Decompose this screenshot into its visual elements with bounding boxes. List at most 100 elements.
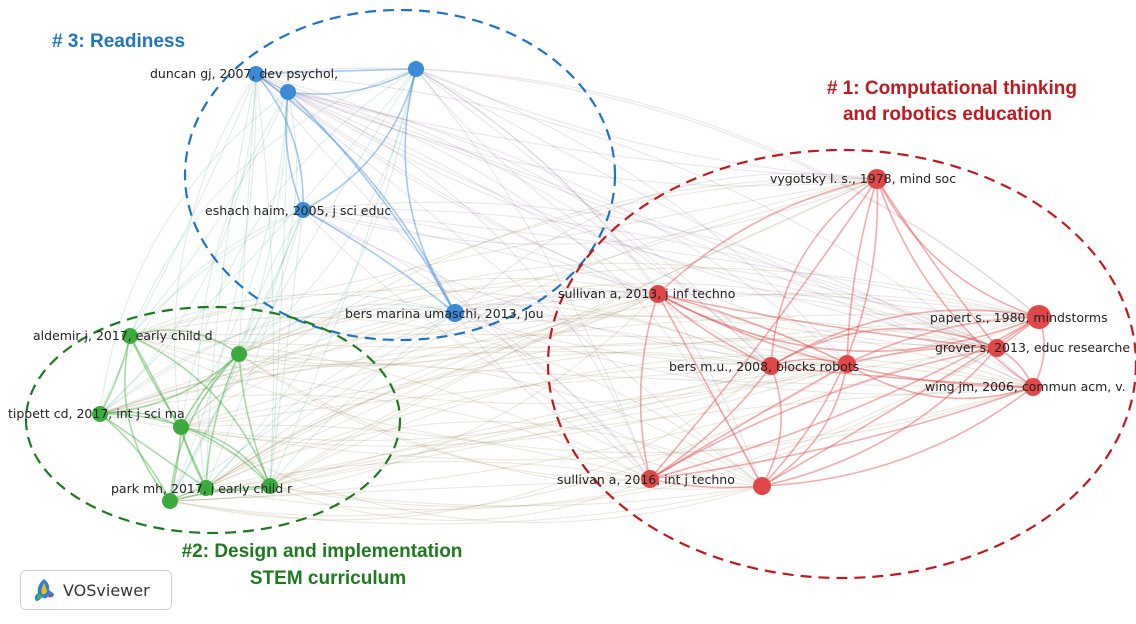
link-edge-118 [238, 353, 763, 490]
link-edge-170 [169, 363, 848, 517]
node-bersmu[interactable] [762, 357, 780, 375]
link-edge-111 [238, 293, 659, 366]
link-edge-30 [415, 68, 878, 180]
link-edge-93 [129, 335, 207, 489]
link-edge-92 [129, 335, 182, 428]
link-edge-176 [876, 178, 998, 349]
link-edge-76 [99, 308, 456, 415]
link-edge-78 [205, 312, 456, 489]
link-edge-87 [454, 312, 1034, 395]
link-edge-157 [269, 293, 659, 487]
link-edge-67 [302, 209, 1040, 318]
link-edge-158 [269, 316, 1040, 487]
link-edge-18 [255, 73, 651, 480]
link-edge-187 [639, 293, 659, 480]
node-tippett[interactable] [92, 406, 108, 422]
link-edge-204 [846, 363, 1034, 400]
node-wing[interactable] [1024, 378, 1042, 396]
node-green_a[interactable] [231, 346, 247, 362]
node-blue_top[interactable] [408, 61, 424, 77]
node-sullivan2013[interactable] [649, 285, 667, 303]
link-edge-55 [287, 91, 651, 480]
link-edge-169 [169, 365, 772, 521]
node-layer [92, 61, 1051, 509]
link-edge-56 [287, 91, 763, 487]
vosviewer-badge[interactable]: VOSviewer [20, 570, 172, 610]
link-edge-13 [255, 67, 1040, 318]
link-edge-88 [454, 312, 651, 480]
link-edge-65 [302, 178, 878, 245]
node-green_d[interactable] [162, 493, 178, 509]
link-edge-103 [129, 335, 651, 480]
link-edge-198 [649, 347, 998, 480]
link-edge-173 [169, 485, 763, 525]
link-edge-120 [99, 413, 207, 489]
node-aldemir[interactable] [122, 328, 138, 344]
link-edge-101 [129, 335, 848, 405]
link-edge-150 [205, 351, 772, 489]
node-papert[interactable] [1027, 305, 1051, 329]
link-edge-154 [205, 421, 763, 489]
node-red_mid[interactable] [838, 355, 856, 373]
link-edge-52 [287, 91, 772, 367]
link-edge-121 [99, 413, 271, 487]
link-edge-79 [269, 312, 456, 487]
link-edge-8 [205, 73, 257, 489]
link-edge-179 [876, 178, 1034, 388]
link-edge-171 [169, 386, 1034, 502]
link-edge-125 [99, 313, 1040, 415]
node-label-grover: grover s, 2013, educ researche [935, 340, 1130, 355]
link-edge-172 [169, 478, 651, 502]
node-grover[interactable] [988, 339, 1006, 357]
link-edge-83 [454, 293, 1040, 318]
link-edge-168 [169, 347, 998, 502]
link-edge-41 [129, 91, 289, 337]
node-label-sullivan2013: sullivan a, 2013, j inf techno [558, 286, 735, 301]
link-edge-131 [99, 363, 763, 487]
node-label-sullivan2016: sullivan a, 2016, int j techno [557, 472, 735, 487]
node-red_low[interactable] [753, 477, 771, 495]
link-edge-77 [180, 312, 456, 428]
link-edge-68 [302, 208, 998, 349]
link-edge-43 [99, 91, 289, 415]
cluster-title-readiness: # 3: Readiness [52, 31, 185, 52]
link-edge-146 [205, 178, 878, 489]
link-edge-167 [169, 316, 1040, 502]
node-green_c[interactable] [262, 478, 278, 494]
node-label-wing: wing jm, 2006, commun acm, v. [925, 379, 1126, 394]
node-label-eshach: eshach haim, 2005, j sci educ [205, 203, 391, 218]
link-edge-80 [169, 312, 456, 502]
node-vygotsky[interactable] [867, 169, 887, 189]
link-edge-129 [99, 314, 1034, 415]
node-blue_mid[interactable] [280, 84, 296, 100]
link-edge-6 [99, 73, 257, 415]
link-edge-71 [302, 201, 1034, 388]
link-edge-17 [255, 73, 1034, 388]
link-edge-11 [255, 73, 878, 187]
link-edge-178 [846, 178, 878, 365]
link-edge-24 [238, 68, 417, 355]
link-edge-5 [238, 73, 257, 355]
link-edge-36 [415, 68, 1034, 388]
node-duncan[interactable] [248, 66, 264, 82]
link-edge-85 [454, 312, 772, 367]
link-edge-185 [657, 293, 848, 365]
link-edge-39 [284, 91, 304, 211]
link-edge-107 [205, 353, 240, 489]
node-green_b[interactable] [173, 419, 189, 435]
link-edge-47 [169, 91, 289, 502]
node-park[interactable] [198, 480, 214, 496]
node-sullivan2016[interactable] [641, 470, 659, 488]
link-edge-199 [761, 347, 998, 487]
link-edge-61 [180, 209, 304, 428]
node-eshach[interactable] [295, 202, 311, 218]
link-edge-84 [454, 289, 998, 349]
link-edge-194 [761, 316, 1040, 487]
link-edge-99 [129, 333, 998, 349]
link-edge-29 [169, 68, 417, 502]
vosviewer-logo-icon [34, 579, 54, 601]
node-label-bersmu: bers m.u., 2008, blocks robots [669, 359, 859, 374]
link-edge-10 [169, 73, 257, 502]
cluster-title-stem-line2: STEM curriculum [250, 568, 406, 589]
node-bers_marina[interactable] [446, 304, 464, 322]
